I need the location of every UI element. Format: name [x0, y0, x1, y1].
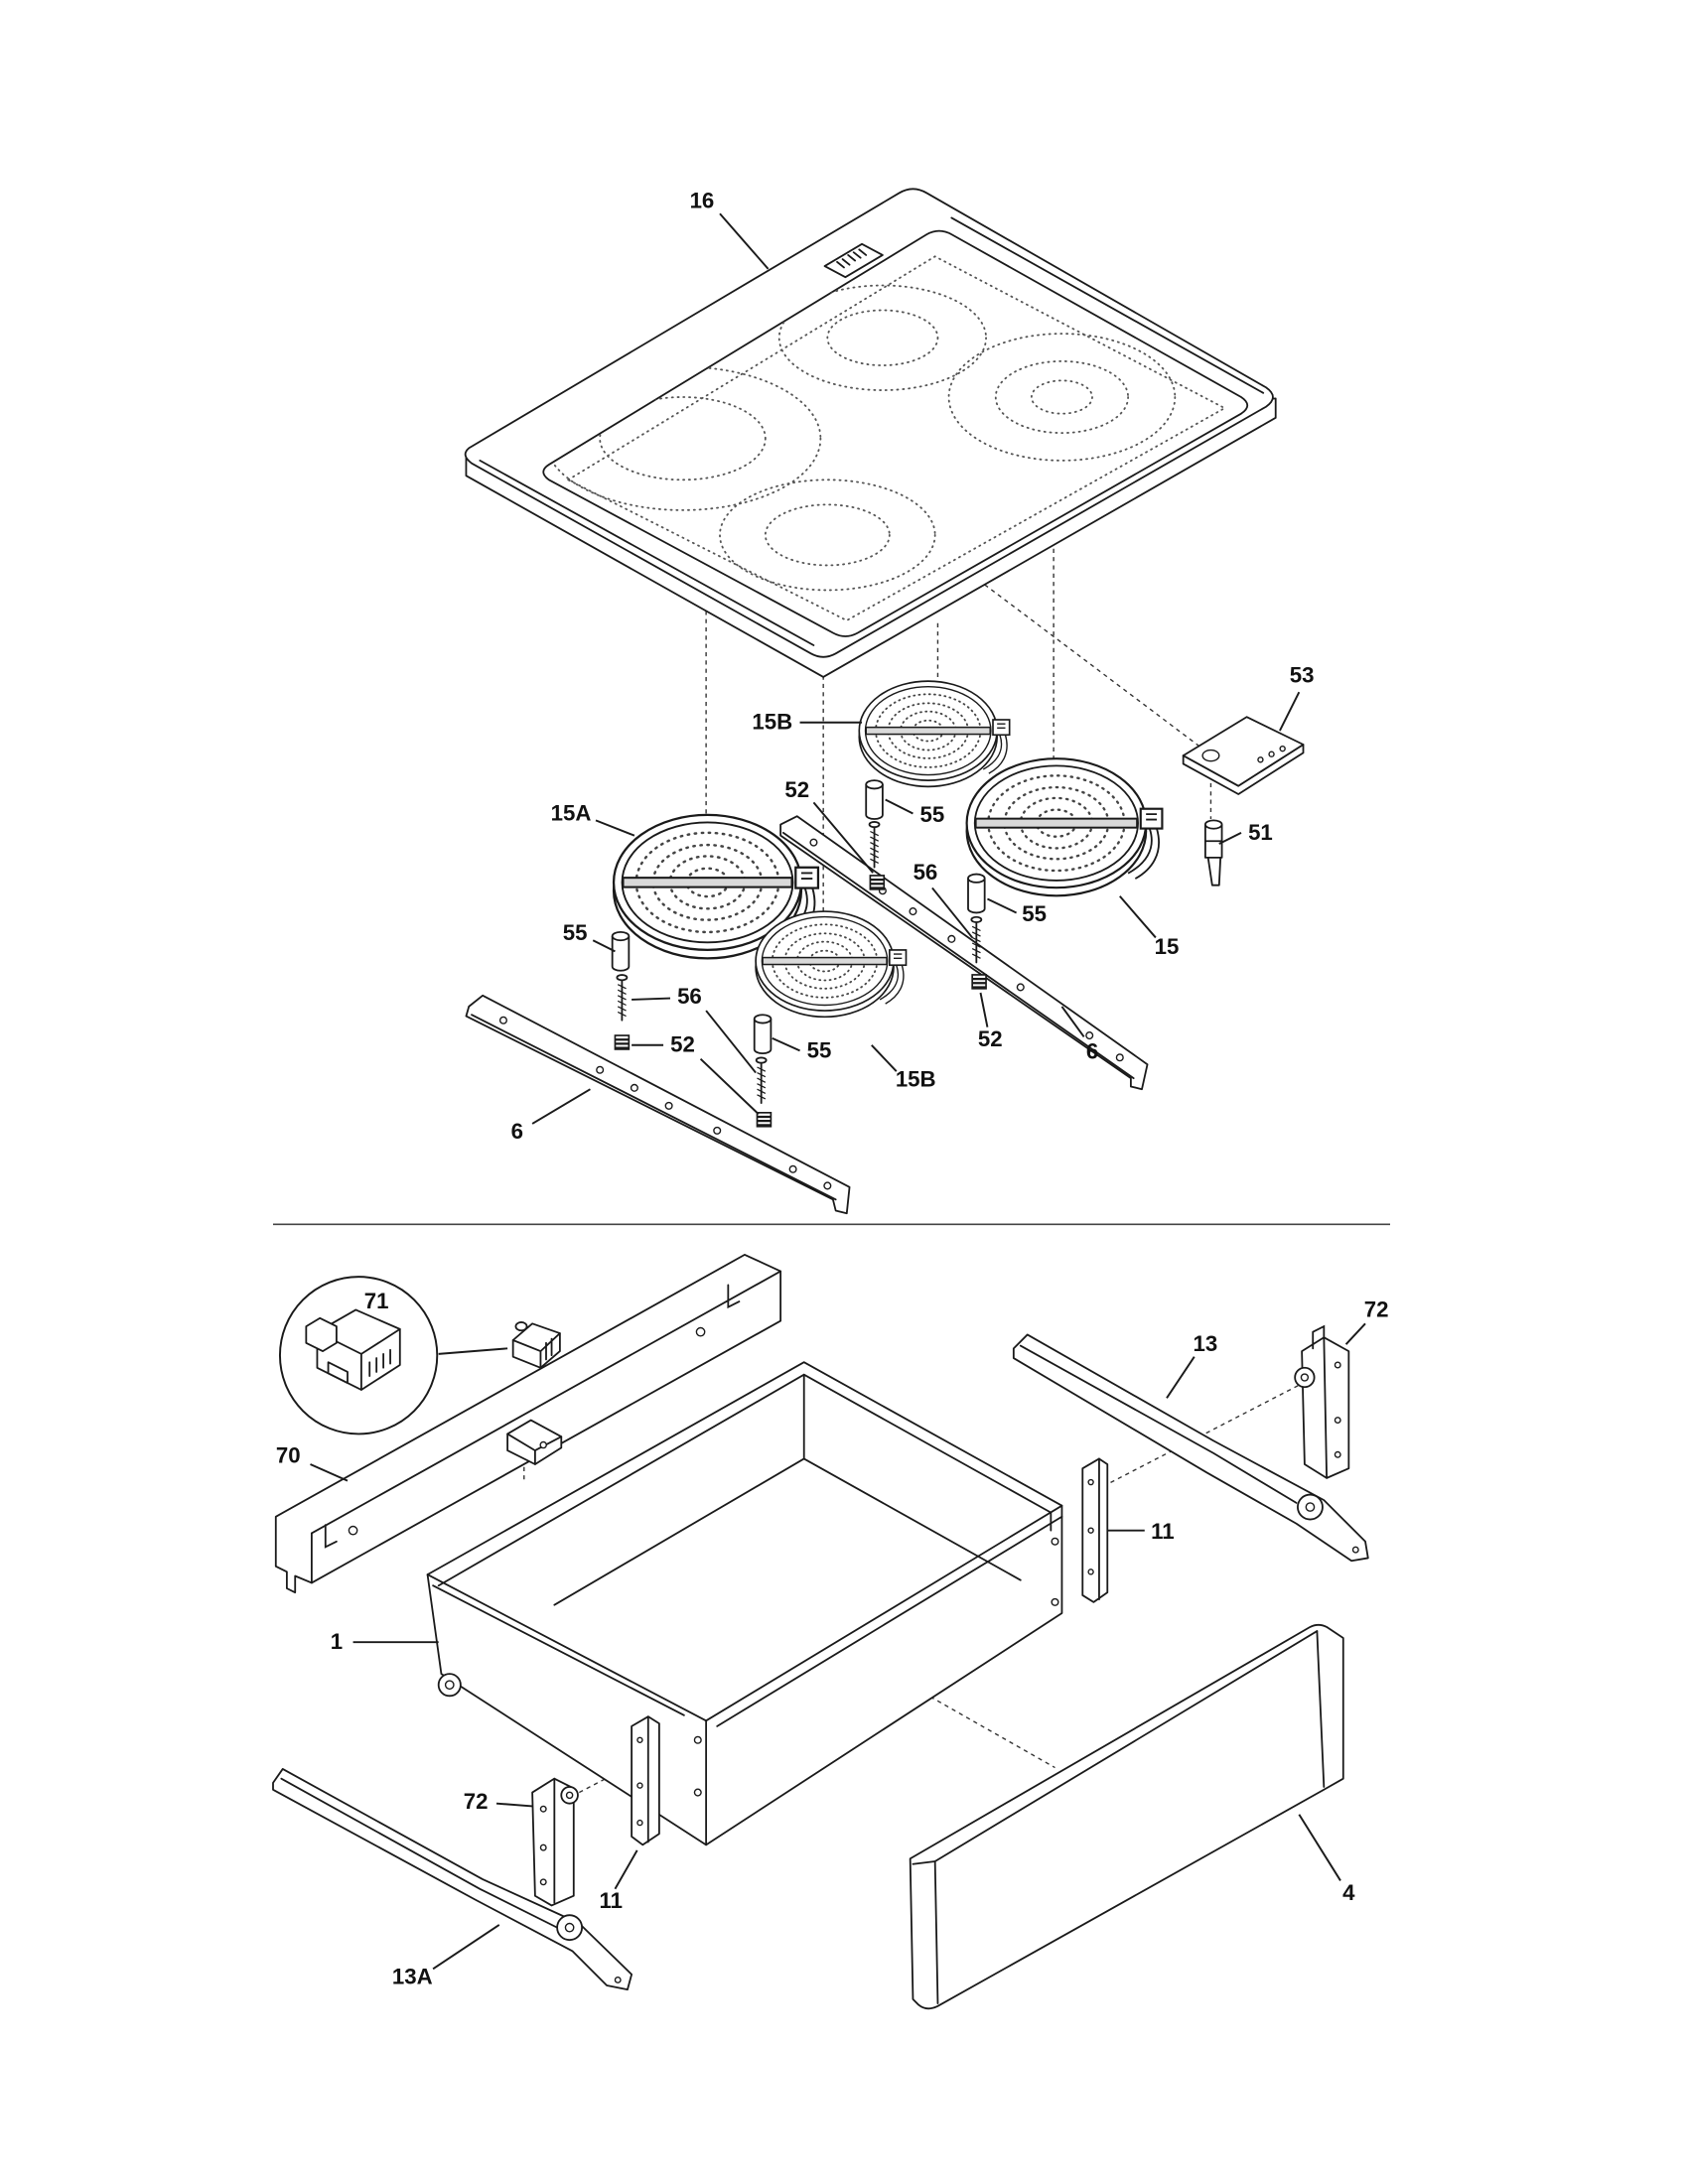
screw-56 — [868, 821, 881, 869]
nut-52 — [869, 874, 886, 890]
nut-52 — [756, 1111, 773, 1128]
callout-72: 72 — [464, 1789, 489, 1814]
drawer-slide-13 — [1012, 1333, 1369, 1563]
callout-15a: 15A — [551, 800, 592, 825]
spacer-55 — [753, 1014, 773, 1055]
callout-11: 11 — [600, 1888, 624, 1913]
detail-inset-71 — [278, 1276, 439, 1435]
callout-13: 13 — [1194, 1331, 1218, 1356]
callout-6: 6 — [511, 1119, 523, 1144]
callout-70: 70 — [276, 1443, 301, 1468]
screw-56 — [755, 1056, 768, 1105]
callout-1: 1 — [331, 1629, 343, 1654]
callout-55: 55 — [920, 802, 945, 827]
indicator-light-51 — [1203, 819, 1223, 887]
callout-15b: 15B — [896, 1066, 936, 1091]
callout-55: 55 — [1022, 901, 1047, 926]
slide-bracket-72-left — [531, 1777, 579, 1907]
screw-56 — [616, 974, 629, 1022]
callout-55: 55 — [807, 1037, 832, 1062]
radiant-element-15 — [965, 756, 1164, 897]
nut-52 — [971, 973, 988, 990]
drawer-slide-13a — [272, 1768, 633, 1991]
assembly-guide-lines — [705, 548, 1212, 921]
leader-lines-bottom — [310, 1322, 1366, 1971]
callout-52: 52 — [670, 1032, 695, 1057]
slide-bracket-72-right — [1294, 1324, 1350, 1479]
drawer-1 — [426, 1361, 1063, 1846]
callout-15b: 15B — [752, 710, 792, 735]
callout-16: 16 — [690, 189, 715, 213]
callout-53: 53 — [1290, 663, 1315, 688]
drawer-bracket-11-left — [631, 1715, 660, 1846]
radiant-element-15b-front — [755, 910, 908, 1019]
callout-72: 72 — [1364, 1297, 1389, 1321]
cooktop-glass-16 — [464, 188, 1277, 678]
callout-55: 55 — [563, 920, 588, 945]
callout-11: 11 — [1151, 1519, 1175, 1544]
spacer-55 — [865, 779, 884, 820]
drawer-front-4 — [909, 1623, 1344, 2010]
switch-71 — [511, 1321, 561, 1369]
callout-56: 56 — [677, 984, 702, 1009]
callout-4: 4 — [1342, 1880, 1355, 1905]
spacer-55 — [967, 873, 986, 914]
callout-6: 6 — [1086, 1039, 1098, 1064]
radiant-element-15b-rear — [858, 680, 1011, 788]
callout-71: 71 — [364, 1289, 389, 1313]
cooktop-section: 16 53 15B 52 55 51 15A 56 55 15 55 56 52… — [464, 188, 1315, 1215]
nut-52 — [614, 1033, 631, 1051]
callout-52: 52 — [978, 1026, 1003, 1051]
drawer-section: 71 72 13 70 11 1 72 11 4 13A — [272, 1253, 1389, 2010]
callout-56: 56 — [914, 860, 938, 885]
callout-52: 52 — [784, 777, 809, 802]
drawer-bracket-11-right — [1081, 1457, 1109, 1603]
callout-15: 15 — [1155, 934, 1180, 959]
leader-lines-top — [531, 212, 1301, 1125]
mounting-rail-left — [465, 994, 851, 1215]
callout-51: 51 — [1248, 820, 1273, 845]
callout-13a: 13A — [392, 1965, 433, 1989]
vent-grille — [823, 242, 884, 279]
bracket-53 — [1182, 716, 1305, 795]
switch-bracket — [506, 1419, 563, 1465]
